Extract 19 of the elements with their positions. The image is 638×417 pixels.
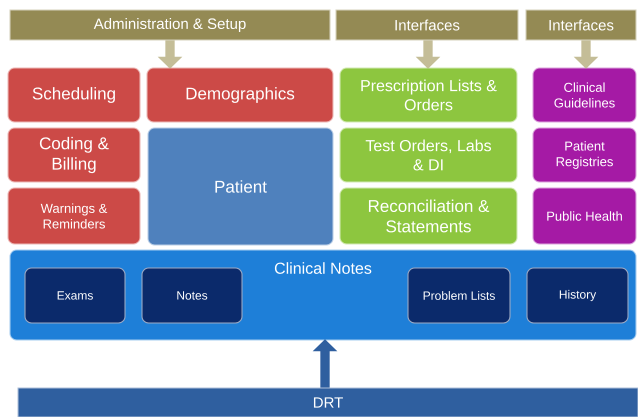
drt-band: DRT [17,387,638,417]
module-box: Clinical Guidelines [532,67,637,123]
section-box: Problem Lists [407,267,511,324]
module-box: Test Orders, Labs & DI [339,127,518,183]
module-box: Public Health [532,187,637,245]
module-box: Coding & Billing [7,127,141,183]
module-box: Scheduling [7,67,141,123]
module-box: Prescription Lists & Orders [339,67,518,123]
header-band: Administration & Setup [9,9,331,41]
section-box: Exams [24,267,126,324]
section-box: Notes [141,267,243,324]
header-band: Interfaces [525,9,637,41]
module-box: Reconciliation & Statements [339,187,518,245]
module-box: Warnings & Reminders [7,187,141,245]
module-box: Demographics [146,67,334,123]
module-box: Patient Registries [532,127,637,183]
section-box: History [526,267,629,324]
patient-box: Patient [147,127,334,246]
header-band: Interfaces [335,9,519,41]
